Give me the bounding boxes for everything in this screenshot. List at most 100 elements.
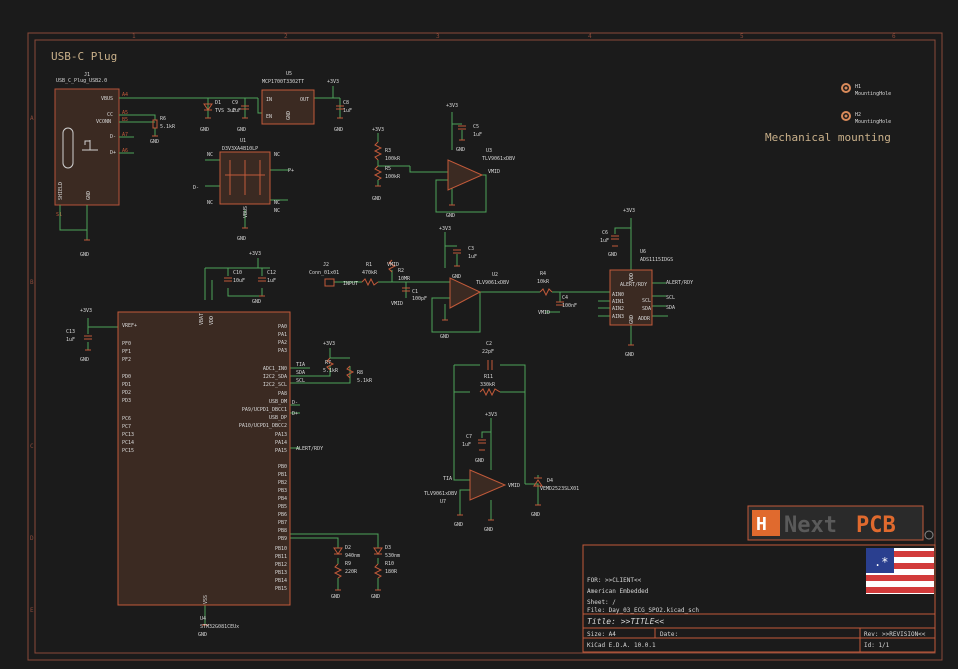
- c7-ref: C7: [466, 434, 472, 440]
- u6-alert-net: ALERT/RDY: [666, 280, 693, 286]
- tb-file: File: Day_03_ECG_SPO2.kicad_sch: [587, 607, 699, 614]
- component-bodies[interactable]: [84, 89, 653, 606]
- u6-value: ADS1115IDGS: [640, 257, 673, 263]
- row-marker-b: B: [30, 279, 34, 286]
- u6-pin-ain1: AIN1: [612, 299, 624, 305]
- c8-ref: C8: [343, 100, 349, 106]
- c10-ref: C10: [233, 270, 242, 276]
- r7-pwr: +3V3: [323, 341, 335, 347]
- u6-pin-scl: SCL: [642, 298, 651, 304]
- mcu-pwr-3v3: +3V3: [249, 251, 261, 257]
- u4-right-11: PA13: [275, 432, 287, 438]
- j1-pin-gnd: GND: [86, 191, 92, 200]
- u4-right-named-4: USB_DP: [269, 415, 287, 421]
- r4-value: 10kR: [537, 279, 550, 285]
- u4-ref: U4: [200, 616, 206, 622]
- c8-gnd: GND: [334, 127, 343, 133]
- u4-pin-vbat: VBAT: [199, 313, 205, 325]
- u5-pin-gnd: GND: [286, 111, 292, 120]
- u5-value: MCP1700T3302TT: [262, 79, 304, 85]
- mounting-holes[interactable]: H1 MountingHole H2 MountingHole: [841, 83, 891, 125]
- d1-ref: D1: [215, 100, 221, 106]
- c13-pwr: +3V3: [80, 308, 92, 314]
- u4-right-3: PA3: [278, 348, 287, 354]
- j2-input: INPUT: [343, 281, 358, 287]
- u4-right-17: PB3: [278, 488, 287, 494]
- r8-ref: R8: [357, 370, 363, 376]
- c4-ref: C4: [562, 295, 568, 301]
- usb-section-label: USB-C Plug: [51, 50, 117, 63]
- u4-left-4: PD0: [122, 374, 131, 380]
- u4-right-13: PA15: [275, 448, 287, 454]
- u3-vmid: VMID: [488, 169, 500, 175]
- u4-right-15: PB1: [278, 472, 287, 478]
- c3-gnd: GND: [452, 274, 461, 280]
- logo-suffix: PCB: [856, 513, 896, 538]
- u4-right-8: PA8: [278, 391, 287, 397]
- u4-left-12: PC15: [122, 448, 134, 454]
- u4-right-14: PB0: [278, 464, 287, 470]
- u5-ref: U5: [286, 71, 292, 77]
- u4-right-19: PB5: [278, 504, 287, 510]
- c5-ref: C5: [473, 124, 479, 130]
- r1-ref: R1: [366, 262, 372, 268]
- u1-pin-nc-1: NC: [207, 152, 213, 158]
- c6-ref: C6: [602, 230, 608, 236]
- svg-text:H: H: [756, 514, 767, 535]
- j1-pinnum-a5: A5: [122, 110, 128, 116]
- u6-sda-net: SDA: [666, 305, 675, 311]
- j1-pin-vconn: VCONN: [96, 119, 111, 125]
- u4-left-8: PC6: [122, 416, 131, 422]
- row-marker-e: E: [30, 607, 34, 614]
- j1-pin-vbus: VBUS: [101, 96, 113, 102]
- c2-ref: C2: [486, 341, 492, 347]
- c6-gnd: GND: [608, 252, 617, 258]
- sheet-grid-markers: 1 2 3 4 5 6 A B C D E: [30, 33, 896, 614]
- u7-ref: U7: [440, 499, 446, 505]
- c9-value: 1uF: [232, 108, 241, 114]
- r6-ref: R6: [160, 116, 166, 122]
- d3-value: 530nm: [385, 553, 400, 559]
- r5-ref: R5: [385, 166, 391, 172]
- usb-c-connector-j1[interactable]: J1 USB_C_Plug_USB2.0 VBUS CC VCONN D- D+…: [54, 72, 128, 218]
- u4-left-10: PC13: [122, 432, 134, 438]
- c12-gnd: GND: [252, 299, 261, 305]
- u1-ref: U1: [240, 138, 246, 144]
- u4-left-1: PF0: [122, 341, 131, 347]
- j1-gnd-label: GND: [80, 252, 89, 258]
- r2-value: 10MR: [398, 276, 411, 282]
- u1-pin-vbus: VBUS: [243, 206, 249, 218]
- c12-value: 1uF: [267, 278, 276, 284]
- row-marker-a: A: [30, 115, 34, 122]
- d2-gnd: GND: [331, 594, 340, 600]
- u4-right-22: PB8: [278, 528, 287, 534]
- u3-gnd: GND: [446, 213, 455, 219]
- j1-pinnum-a6: A6: [122, 148, 128, 154]
- u4-left-11: PC14: [122, 440, 134, 446]
- u6-pin-gnd: GND: [629, 315, 635, 324]
- r2-vmid: VMID: [387, 262, 399, 268]
- r7-ref: R7: [325, 360, 331, 366]
- d1-gnd: GND: [200, 127, 209, 133]
- d2-value: 940nm: [345, 553, 360, 559]
- u4-right-29: PB15: [275, 586, 287, 592]
- c1-ref: C1: [412, 289, 418, 295]
- c3-ref: C3: [468, 246, 474, 252]
- r10-ref: R10: [385, 561, 394, 567]
- c1-vmid: VMID: [391, 301, 403, 307]
- r10-value: 180R: [385, 569, 398, 575]
- u6-pin-addr: ADDR: [638, 316, 651, 322]
- u2-gnd: GND: [440, 334, 449, 340]
- h1-ref: H1: [855, 84, 861, 90]
- u5-pin-in: IN: [266, 97, 272, 103]
- u4-right-2: PA2: [278, 340, 287, 346]
- u1-pin-nc-4: NC: [274, 200, 280, 206]
- u6-pwr: +3V3: [623, 208, 635, 214]
- tb-sheet: Sheet: /: [587, 599, 616, 606]
- u4-right-named-0: ADC1_IN0: [263, 366, 287, 372]
- col-marker-1: 1: [132, 33, 136, 40]
- u7-pwr: +3V3: [485, 412, 497, 418]
- u4-right-12: PA14: [275, 440, 287, 446]
- u7-in-gnd: GND: [454, 522, 463, 528]
